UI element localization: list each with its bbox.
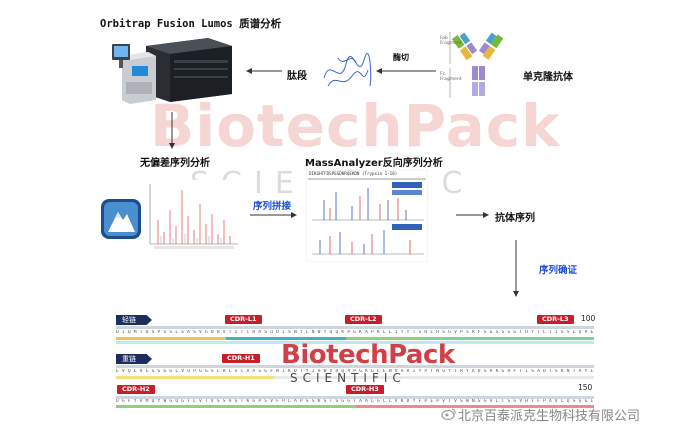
light-chain-coverage-1 [116, 337, 226, 340]
arrow-to-sequence-map [513, 240, 519, 297]
label-sequence-confirmation: 序列确证 [539, 265, 578, 276]
position-150: 150 [578, 383, 593, 392]
denovo-spectrum-image [144, 180, 242, 252]
heavy-chain-sequence-row-2: D G F Y A M D Y W G Q G T L V T V S S A … [116, 399, 594, 404]
heavy-chain-coverage-2 [274, 376, 594, 379]
arrow-peptide-to-ms [246, 68, 282, 74]
light-chain-coverage-2 [226, 337, 346, 340]
mass-spectrometer-image [112, 38, 232, 104]
heavy-chain-coverage-4 [356, 405, 594, 408]
heavy-chain-coverage-1 [116, 376, 274, 379]
heavy-chain-ruler-2 [116, 396, 594, 399]
software-icon [101, 199, 141, 239]
position-100: 100 [581, 314, 596, 323]
peptide-fragments-image [323, 52, 372, 87]
label-massanalyzer-analysis: MassAnalyzer反向序列分析 [305, 158, 443, 169]
arrow-ms-down [169, 112, 175, 149]
cdr-h1-tag: CDR-H1 [222, 354, 260, 363]
cdr-h2-tag: CDR-H2 [117, 385, 155, 394]
label-fc-fragment: Fc Fragment [440, 72, 462, 82]
weibo-icon [441, 408, 456, 421]
cdr-h3-tag: CDR-H3 [346, 385, 384, 394]
spectrum-caption: DIKGHTFDSPEGDKRQEKDN (Trypsin 1-18) [309, 171, 398, 176]
cdr-l3-tag: CDR-L3 [537, 315, 574, 324]
heavy-chain-coverage-3 [116, 405, 356, 408]
light-chain-coverage-3 [346, 337, 424, 340]
cdr-l2-tag: CDR-L2 [345, 315, 382, 324]
arrow-to-antibody-sequence [456, 212, 489, 218]
watermark-logo-sub: SCIENTIFIC [290, 371, 406, 385]
label-fab-fragment: Fab Fragment [440, 36, 462, 46]
light-chain-coverage-4 [424, 337, 594, 340]
heavy-chain-ruler [116, 365, 594, 368]
light-chain-coverage-5 [116, 341, 594, 344]
light-chain-ruler [116, 326, 594, 329]
label-peptide: 肽段 [287, 71, 307, 82]
diagram-title: Orbitrap Fusion Lumos 质谱分析 [100, 18, 282, 30]
cdr-l1-tag: CDR-L1 [225, 315, 262, 324]
watermark-brand: BiotechPack [150, 92, 561, 160]
heavy-chain-sequence-row: E V Q L V E S G G G L V Q P G G S L R L … [116, 369, 594, 374]
footer-company-watermark: 北京百泰派克生物科技有限公司 [458, 409, 641, 424]
label-digest: 酶切 [393, 53, 409, 62]
label-antibody-sequence: 抗体序列 [495, 213, 535, 224]
label-monoclonal-antibody: 单克隆抗体 [523, 72, 573, 83]
antibody-diagram [449, 32, 504, 98]
light-chain-sequence-row: D I Q M T Q S P S S L S A S V G D R V T … [116, 330, 594, 335]
watermark-logo: BiotechPack [281, 340, 455, 370]
arrow-antibody-to-peptide [376, 68, 436, 74]
light-chain-tag: 轻链 [116, 315, 152, 325]
massanalyzer-spectrum-image [306, 170, 428, 262]
label-sequence-assembly: 序列拼接 [253, 201, 292, 212]
arrow-assembly [250, 212, 297, 218]
heavy-chain-tag: 重链 [116, 354, 152, 364]
label-denovo-analysis: 无偏差序列分析 [140, 158, 210, 169]
